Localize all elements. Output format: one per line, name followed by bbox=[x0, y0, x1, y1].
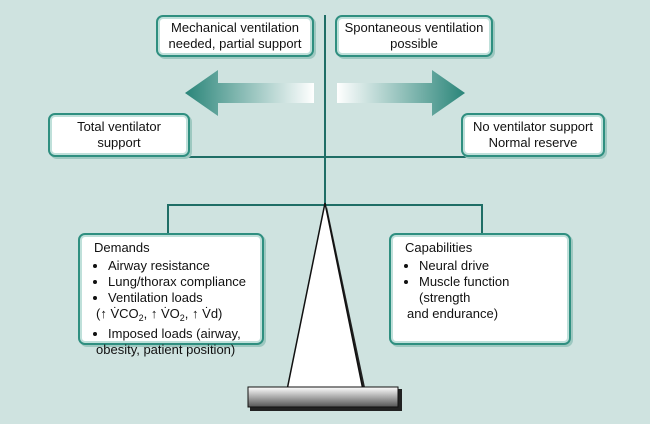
no-support-line1: No ventilator support bbox=[473, 119, 593, 134]
capabilities-item-muscle: Muscle function (strength and endurance) bbox=[407, 274, 559, 322]
partial-support-line1: Mechanical ventilation bbox=[171, 20, 299, 35]
partial-support-box: Mechanical ventilation needed, partial s… bbox=[156, 15, 314, 57]
capabilities-box: Capabilities Neural drive Muscle functio… bbox=[389, 233, 571, 345]
no-support-box: No ventilator support Normal reserve bbox=[461, 113, 605, 157]
total-support-line2: support bbox=[97, 135, 141, 150]
capabilities-list: Neural drive Muscle function (strength a… bbox=[405, 258, 559, 322]
left-arrow-icon bbox=[185, 70, 314, 116]
demands-item-ventilation-label: Ventilation loads bbox=[108, 290, 203, 305]
demands-list: Airway resistance Lung/thorax compliance… bbox=[94, 258, 252, 358]
ventilation-loads-detail: (↑ V̇CO2, ↑ V̇O2, ↑ V̇d) bbox=[96, 306, 223, 323]
total-support-box: Total ventilator support bbox=[48, 113, 190, 157]
spontaneous-line1: Spontaneous ventilation bbox=[344, 20, 484, 35]
total-support-line1: Total ventilator bbox=[77, 119, 161, 134]
spontaneous-box: Spontaneous ventilation possible bbox=[335, 15, 493, 57]
capabilities-item-neural: Neural drive bbox=[419, 258, 559, 274]
right-arrow-icon bbox=[337, 70, 465, 116]
spontaneous-line2: possible bbox=[390, 36, 438, 51]
demands-item-airway: Airway resistance bbox=[108, 258, 252, 274]
partial-support-line2: needed, partial support bbox=[168, 36, 302, 51]
capabilities-title: Capabilities bbox=[405, 240, 473, 255]
fulcrum-base bbox=[247, 386, 399, 408]
demands-item-imposed: Imposed loads (airway, obesity, patient … bbox=[96, 326, 252, 358]
demands-item-compliance: Lung/thorax compliance bbox=[108, 274, 252, 290]
fulcrum bbox=[286, 202, 364, 391]
demands-item-ventilation: Ventilation loads (↑ V̇CO2, ↑ V̇O2, ↑ V̇… bbox=[96, 290, 252, 326]
demands-title: Demands bbox=[94, 240, 150, 255]
demands-box: Demands Airway resistance Lung/thorax co… bbox=[78, 233, 264, 357]
no-support-line2: Normal reserve bbox=[488, 135, 578, 150]
